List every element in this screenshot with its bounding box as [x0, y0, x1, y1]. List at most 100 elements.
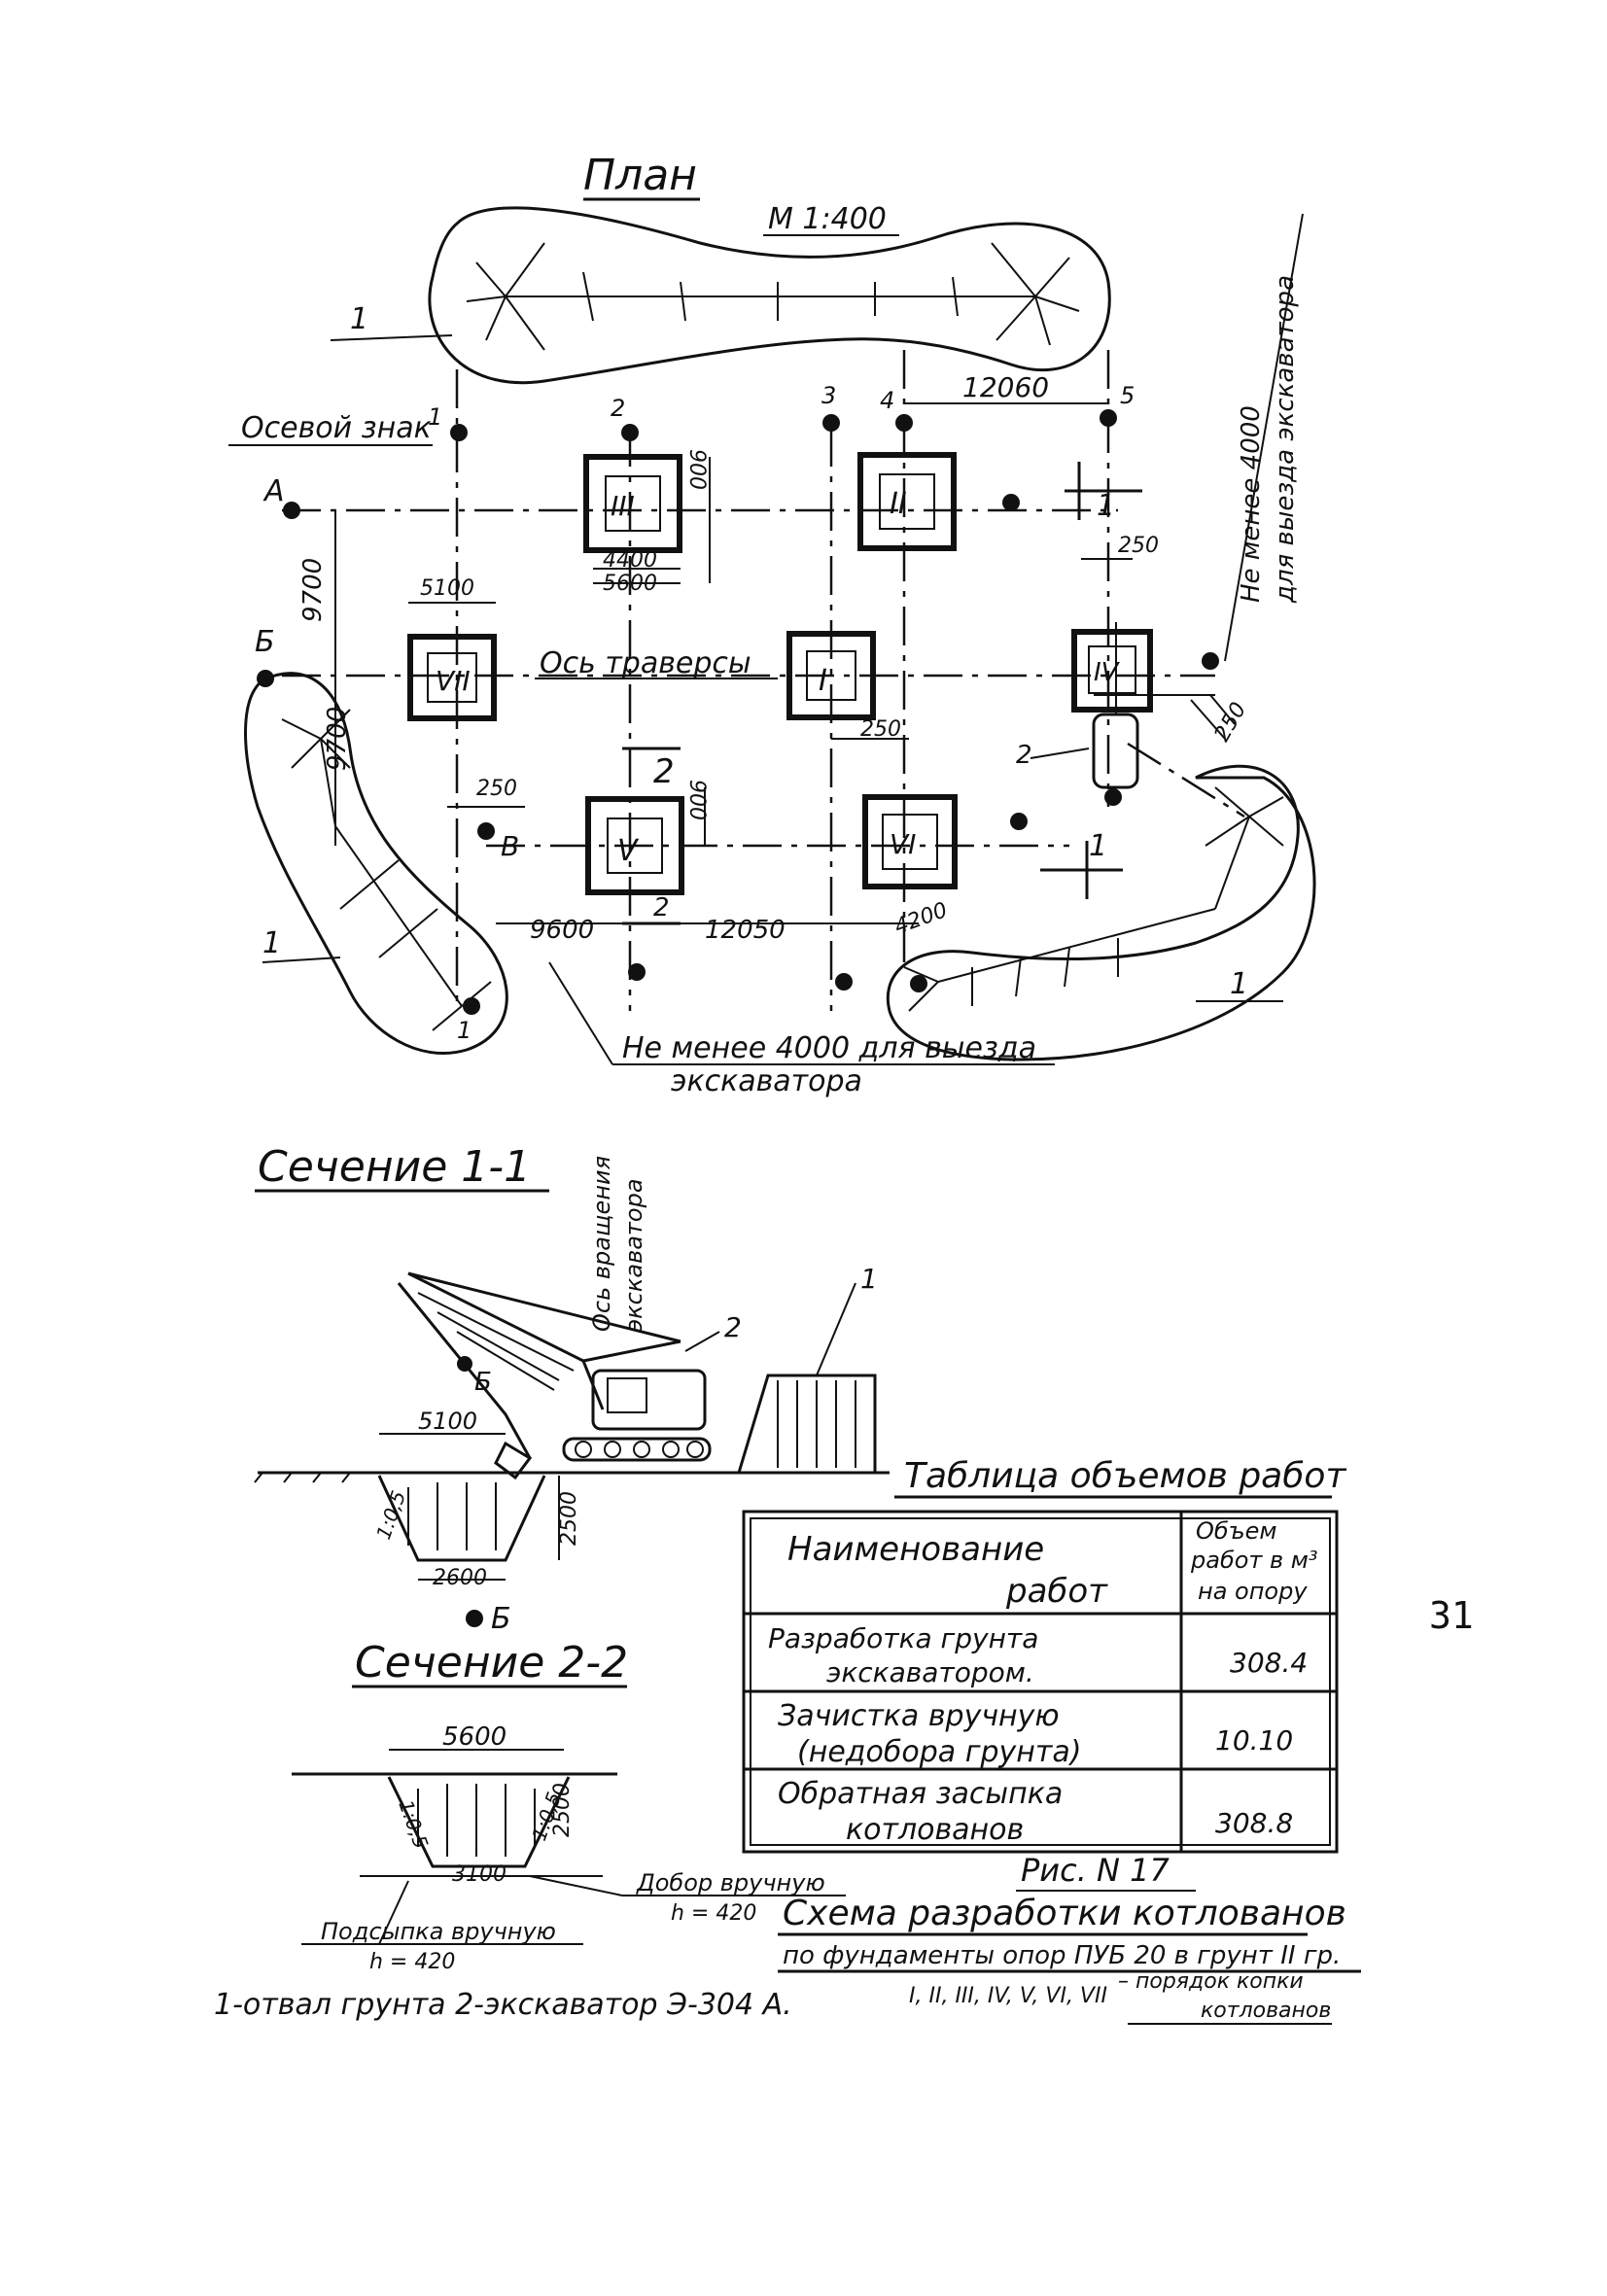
- pit-label-II: II: [890, 487, 907, 521]
- dimension-texts: 12060 9700 9700 5100 4400 5600 900 900 2…: [298, 371, 1251, 945]
- section-2-2-title: Сечение 2-2: [355, 1638, 628, 1687]
- table-row-2-line1: Зачистка вручную: [778, 1699, 1060, 1733]
- legend-order-text-line2: котлованов: [1201, 1999, 1331, 2023]
- table-header-volume-line2: работ в м³: [1190, 1547, 1318, 1574]
- pit-II: II: [857, 452, 957, 551]
- spoil-heap-right: [886, 764, 1316, 1061]
- manual-finish-label: Добор вручную: [636, 1869, 825, 1896]
- axis-number-1-lower: 1: [457, 1017, 472, 1044]
- dimension-lines: [334, 402, 1236, 924]
- dim-250-right: 250: [1118, 534, 1159, 558]
- page-number: 31: [1429, 1594, 1474, 1637]
- axis-number-5: 5: [1120, 382, 1135, 409]
- pit-VII: VII: [407, 634, 497, 721]
- dim-4200: 4200: [891, 898, 951, 940]
- figure-caption-line2: по фундаменты опор ПУБ 20 в грунт II гр.: [783, 1941, 1341, 1970]
- axis-sign-label: Осевой знак: [241, 411, 432, 445]
- rotation-axis-label-line2: экскаватора: [620, 1178, 647, 1332]
- table-row-1-value: 308.4: [1230, 1647, 1308, 1679]
- spoil-heap-section: 1: [737, 1263, 878, 1474]
- axis-markers: [257, 409, 1219, 1015]
- spoil-heap-top-hatch: [466, 242, 1080, 351]
- callout-spoil-top: 1: [350, 302, 368, 336]
- table-header-volume-line3: на опору: [1198, 1578, 1308, 1605]
- axis-number-2: 2: [611, 395, 625, 422]
- pit-I: I: [786, 631, 876, 720]
- axis-mark-b-section: Б: [491, 1602, 511, 1636]
- pit-V: V: [585, 796, 684, 895]
- dim-900-upper: 900: [684, 449, 709, 490]
- table-header-name-line2: работ: [1005, 1572, 1108, 1611]
- dim-5600: 5600: [603, 572, 657, 596]
- dim-4400: 4400: [603, 548, 657, 573]
- pit-label-I: I: [819, 664, 827, 698]
- rotation-axis-label-line1: Ось вращения: [588, 1156, 615, 1332]
- excavator-side: Б 2: [397, 1271, 742, 1480]
- dim-2500-section: 2500: [557, 1491, 581, 1546]
- axis-letter-v: В: [501, 830, 519, 862]
- exit-note-line1: Не менее 4000 для выезда: [622, 1031, 1036, 1065]
- pit-label-V: V: [617, 834, 640, 868]
- spoil-heap-right-hatch: [903, 786, 1284, 1012]
- table-row-1-line1: Разработка грунта: [768, 1622, 1038, 1654]
- section-mark-2-top: 2: [653, 752, 675, 791]
- table-row-2-value: 10.10: [1215, 1724, 1293, 1757]
- plan-title: План: [583, 151, 697, 200]
- dim-12060-top: 12060: [962, 371, 1049, 403]
- section-marks: 1 1 2 2: [622, 462, 1142, 925]
- pit-III: III: [583, 454, 682, 553]
- callout-spoil-right: 1: [1230, 967, 1248, 1001]
- traverse-axis-label: Ось траверсы: [540, 646, 751, 680]
- axis-labels: 1 2 3 4 5 А Б В: [255, 382, 1135, 862]
- pit-profile-2-2: [387, 1776, 571, 1868]
- dim-2500-section-2-2: 2500: [550, 1783, 575, 1837]
- legend-order-numerals: I, II, III, IV, V, VI, VII: [909, 1984, 1107, 2008]
- figure-caption-line1: Схема разработки котлованов: [783, 1894, 1346, 1933]
- section-1-1-title: Сечение 1-1: [258, 1142, 531, 1192]
- spoil-heap-left: [244, 672, 508, 1056]
- pit-label-VII: VII: [436, 665, 471, 697]
- dim-5100: 5100: [420, 576, 474, 601]
- figure-number: Рис. N 17: [1021, 1852, 1170, 1889]
- axis-number-3: 3: [821, 382, 836, 409]
- table-row-1-line2: экскаватором.: [826, 1656, 1034, 1688]
- exit-note-line2: экскаватора: [671, 1064, 862, 1098]
- figure-caption: Рис. N 17 Схема разработки котлованов по…: [778, 1852, 1361, 1973]
- vertical-exit-note: Не менее 4000 для выезда экскаватора: [1224, 213, 1304, 662]
- manual-finish-h: h = 420: [671, 1901, 756, 1926]
- table-row-3-line1: Обратная засыпка: [778, 1777, 1063, 1811]
- pit-IV: IV: [1071, 629, 1153, 713]
- spoil-heap-top: [428, 206, 1111, 385]
- dim-3100-section: 3100: [452, 1862, 507, 1887]
- table-header-volume-line1: Объем: [1196, 1517, 1277, 1545]
- manual-fill-h: h = 420: [369, 1950, 455, 1974]
- legend: 1-отвал грунта 2-экскаватор Э-304 А. I, …: [214, 1969, 1332, 2025]
- spoil-heap-left-hatch: [281, 709, 492, 1031]
- table-row-2-line2: (недобора грунта): [797, 1735, 1081, 1769]
- dim-5600-section: 5600: [442, 1722, 507, 1752]
- table-row-3-line2: котлованов: [846, 1813, 1024, 1847]
- axis-mark-b-boom: Б: [474, 1368, 492, 1397]
- vertical-note-line2: для выезда экскаватора: [1271, 275, 1300, 604]
- callout-spoil-left: 1: [262, 926, 281, 960]
- callout-excavator-plan: 2: [1016, 741, 1032, 770]
- pit-label-III: III: [611, 490, 635, 522]
- dim-250-pit-I: 250: [860, 717, 901, 742]
- dim-250-left: 250: [476, 777, 517, 801]
- dim-9600: 9600: [530, 916, 594, 945]
- pit-profile-1-1: [377, 1475, 546, 1562]
- dim-2600-section: 2600: [433, 1566, 487, 1590]
- section-mark-1-top: 1: [1097, 489, 1115, 523]
- axis-number-4: 4: [880, 387, 894, 414]
- callout-spoil-section: 1: [860, 1263, 878, 1295]
- axis-number-1: 1: [428, 403, 442, 431]
- dim-250-diagonal: 250: [1210, 698, 1252, 746]
- axis-letter-a: А: [262, 474, 285, 508]
- axis-letter-b: Б: [255, 625, 275, 659]
- legend-order-text-line1: – порядок копки: [1118, 1969, 1304, 1994]
- plan-scale: М 1:400: [768, 202, 887, 236]
- dim-9700-lower: 9700: [323, 707, 352, 771]
- section-2-2: Сечение 2-2 5600 3100 2500 1:0,5 1:0,5 Д…: [292, 1638, 846, 1974]
- legend-left: 1-отвал грунта 2-экскаватор Э-304 А.: [214, 1988, 792, 2022]
